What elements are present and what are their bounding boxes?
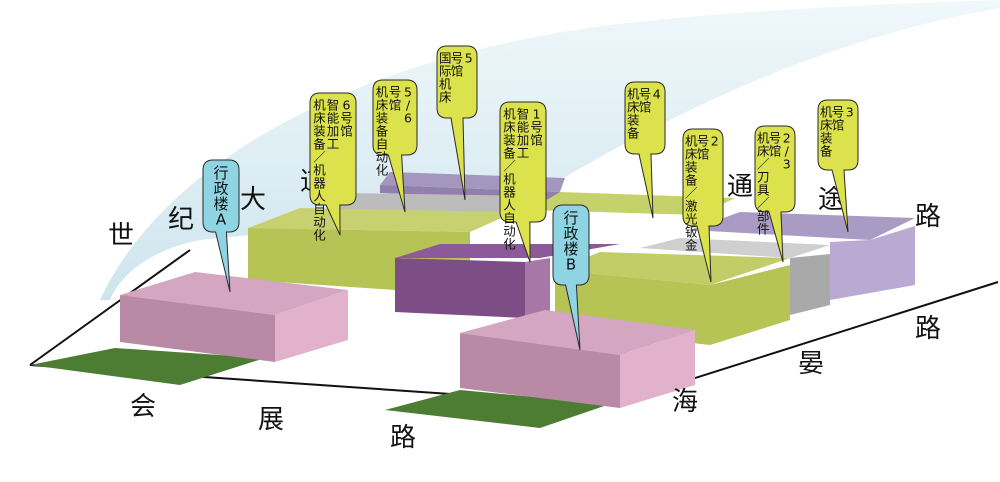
svg-text:展: 展 — [258, 405, 284, 435]
hall-pin-7-marker — [754, 125, 796, 263]
hall-pin-text: 号馆 — [389, 85, 402, 113]
hall-pin-8-marker — [817, 99, 859, 233]
hall-pin-text: 智能加工 — [327, 98, 340, 152]
hall-pin-text: 2/3 — [783, 131, 791, 172]
lawn-west — [30, 348, 265, 385]
svg-text:路: 路 — [915, 314, 941, 344]
admin-building-a-block — [120, 272, 348, 362]
hall-pin-text: 机床装备自动化 — [376, 85, 389, 178]
svg-text:路: 路 — [915, 202, 941, 232]
hall-pin-text: 4 — [653, 87, 661, 102]
hall-pin-text: 号馆 — [697, 134, 710, 162]
hall-pin-5-marker — [624, 81, 666, 219]
hall-pin-text: 5/6 — [404, 85, 412, 126]
haiyan-road-label: 海 晏 路 — [672, 314, 941, 417]
hall-pin-text: 国际机床 — [439, 51, 452, 105]
hall-pin-4-marker — [499, 101, 547, 263]
svg-text:海: 海 — [672, 387, 698, 417]
hall-pin-text: 号馆 — [639, 87, 652, 115]
hall-pin-text: 号馆 — [451, 51, 464, 79]
huizhan-road-label: 会 展 路 — [130, 392, 416, 453]
svg-text:路: 路 — [390, 423, 416, 453]
hall-pin-text: 机床装备／激光钣金 — [685, 134, 698, 253]
hall-pin-2-marker — [372, 79, 418, 213]
admin-pin-b-marker — [552, 204, 590, 351]
admin-pin-a-marker — [202, 159, 240, 293]
hall-pin-text: 号馆 — [832, 105, 845, 133]
hall-pin-text: 机床装备 — [820, 105, 833, 159]
svg-text:晏: 晏 — [798, 349, 824, 379]
hall-pin-text: 号馆 — [769, 131, 782, 159]
hall-pin-6-marker — [682, 128, 724, 283]
hall-pin-3-marker — [436, 45, 478, 201]
hall-3-block — [690, 212, 915, 300]
svg-text:世: 世 — [108, 221, 134, 251]
hall-pin-text: 机床／刀具／部件 — [757, 131, 770, 237]
svg-text:纪: 纪 — [168, 205, 194, 235]
west-boundary-line — [29, 249, 191, 366]
hall-pin-text: 智能加工 — [517, 107, 530, 161]
hall-pin-text: 机床装备／机器人自动化 — [503, 107, 516, 252]
svg-text:大: 大 — [240, 185, 266, 215]
hall-1-block — [395, 244, 620, 318]
hall-pin-text: 5 — [465, 51, 473, 66]
svg-text:会: 会 — [130, 392, 156, 422]
hall-56-gray-block — [338, 193, 540, 213]
hall-pin-text: 2 — [711, 134, 719, 149]
hall-pin-text: 3 — [846, 105, 854, 120]
svg-text:通: 通 — [727, 172, 753, 202]
hall-6-block — [248, 208, 515, 290]
hall-pin-text: 机床装备／机器人自动化 — [313, 98, 326, 243]
hall-pin-1-marker — [309, 92, 357, 236]
hall-pin-text: 机床装备 — [627, 87, 640, 141]
